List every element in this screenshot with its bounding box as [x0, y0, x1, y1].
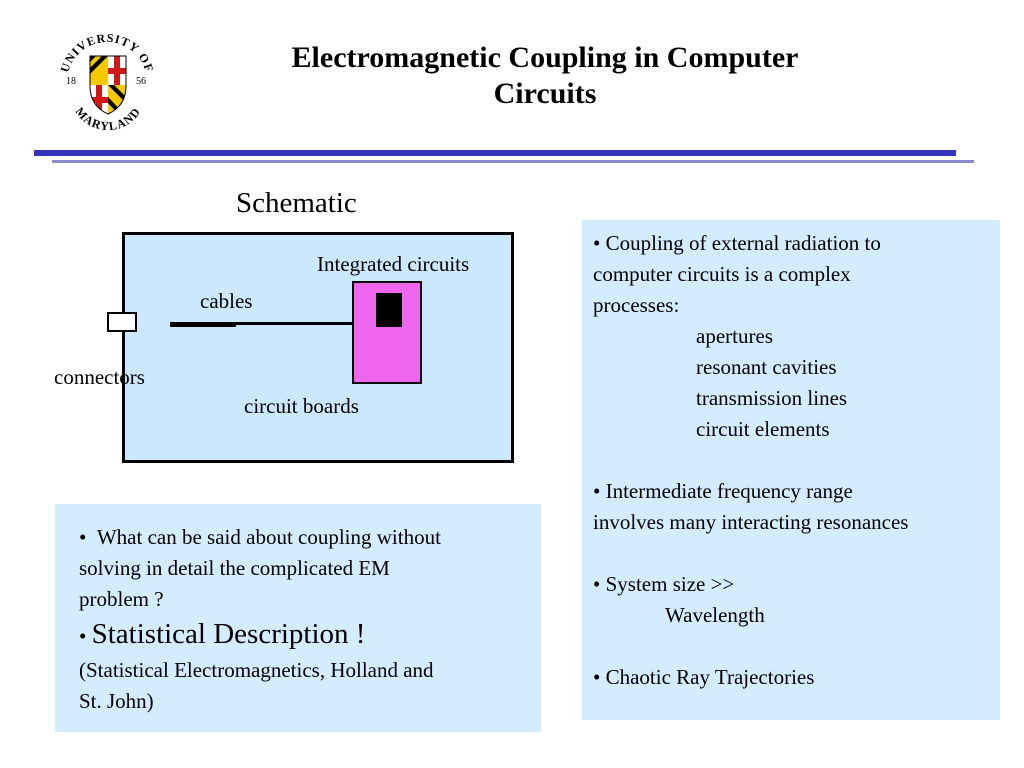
coupling-notes-box: • Coupling of external radiation to comp… — [582, 220, 1000, 720]
circuit-board-diagram — [122, 232, 514, 463]
title-divider-thick — [34, 150, 956, 156]
title-divider-thin — [52, 160, 974, 163]
maryland-flag-shield — [90, 56, 126, 114]
question-line-2: solving in detail the complicated EM — [79, 556, 390, 580]
schematic-heading: Schematic — [236, 187, 357, 219]
spacer — [593, 445, 990, 476]
label-circuit-boards: circuit boards — [244, 394, 359, 418]
spacer — [593, 631, 990, 662]
question-line-3: problem ? — [79, 587, 164, 611]
label-connectors: connectors — [54, 365, 145, 389]
p2-line-2: involves many interacting resonances — [593, 510, 909, 534]
cable-line — [170, 322, 360, 325]
p1-item-resonant-cavities: resonant cavities — [696, 355, 837, 379]
p1-item-transmission-lines: transmission lines — [696, 386, 848, 410]
p3-line: • System size >> — [593, 572, 735, 596]
p2-line-1: • Intermediate frequency range — [593, 479, 853, 503]
question-bullet: • — [79, 525, 87, 549]
integrated-circuit-shape — [352, 281, 422, 384]
slide-title-line-1: Electromagnetic Coupling in Computer — [291, 41, 799, 74]
reference-line-1: (Statistical Electromagnetics, Holland a… — [79, 658, 434, 682]
seal-year-right: 56 — [136, 76, 146, 87]
p1-line-3: processes: — [593, 293, 680, 317]
slide-title: Electromagnetic Coupling in Computer Cir… — [220, 40, 870, 112]
maryland-seal-icon: UNIVERSITY OF MARYLAND 18 56 — [57, 31, 155, 133]
university-seal-logo: UNIVERSITY OF MARYLAND 18 56 — [50, 22, 165, 137]
chip-shape — [376, 293, 402, 327]
answer-bullet: • — [79, 624, 87, 648]
label-cables: cables — [200, 289, 253, 313]
p1-line-1: • Coupling of external radiation to — [593, 231, 881, 255]
question-line-1: • What can be said about coupling withou… — [79, 522, 525, 553]
answer-line: • Statistical Description ! — [79, 615, 525, 655]
seal-year-left: 18 — [66, 76, 76, 87]
reference-line-2: St. John) — [79, 689, 154, 713]
cable-line-lower — [170, 325, 236, 327]
answer-text: Statistical Description ! — [91, 618, 366, 650]
p3-indent-wavelength: Wavelength — [665, 603, 765, 627]
p1-line-2: computer circuits is a complex — [593, 262, 851, 286]
slide-title-line-2: Circuits — [493, 77, 597, 110]
p1-item-circuit-elements: circuit elements — [696, 417, 830, 441]
question-box: • What can be said about coupling withou… — [55, 504, 541, 732]
label-integrated-circuits: Integrated circuits — [317, 252, 470, 276]
p4-line: • Chaotic Ray Trajectories — [593, 665, 815, 689]
spacer — [593, 538, 990, 569]
question-text-1: What can be said about coupling without — [96, 525, 441, 549]
connector-shape — [107, 312, 137, 332]
p1-item-apertures: apertures — [696, 324, 773, 348]
